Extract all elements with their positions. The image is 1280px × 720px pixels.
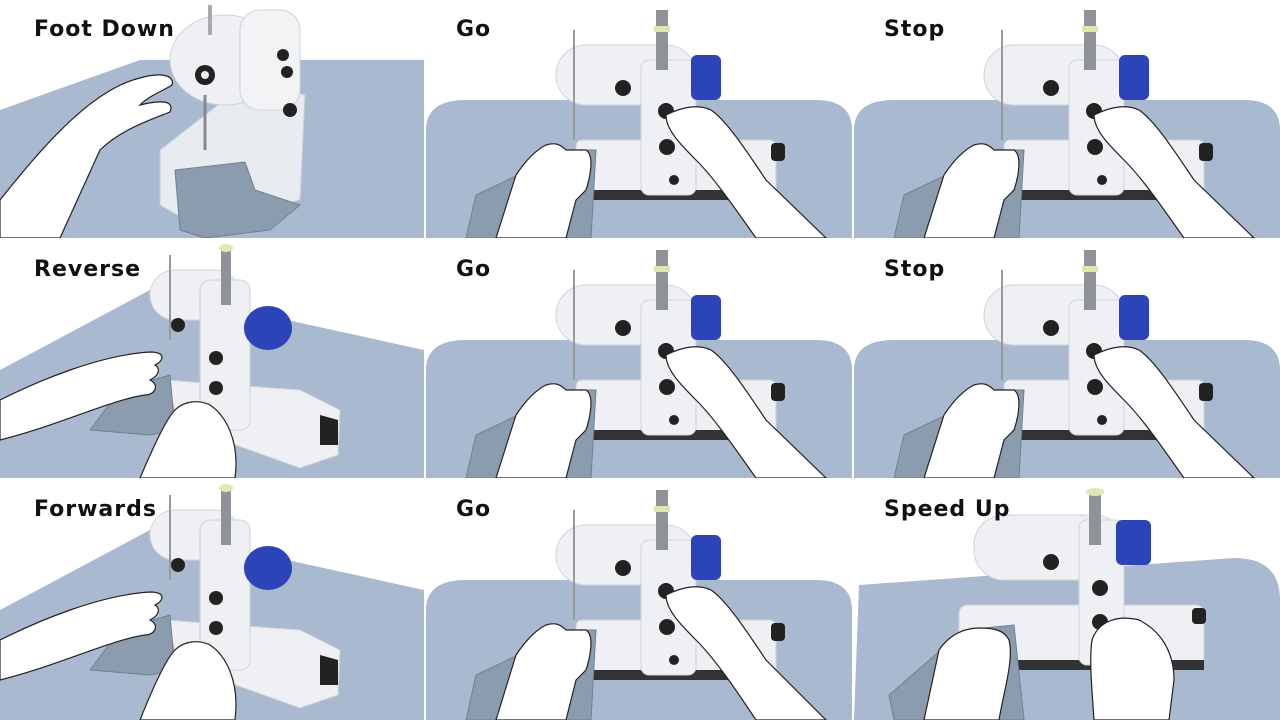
panel-stop-2: Stop — [854, 240, 1280, 478]
panel-stop-1: Stop — [854, 0, 1280, 238]
sewing-machine-side-illustration — [0, 244, 424, 478]
panel-label: Go — [456, 17, 492, 42]
sewing-machine-front-illustration — [426, 10, 852, 238]
sewing-machine-side-illustration — [0, 484, 424, 720]
sewing-machine-front-illustration — [426, 250, 852, 478]
panel-go-3: Go — [426, 480, 852, 720]
panel-label: Speed Up — [884, 497, 1011, 522]
panel-forwards: Forwards — [0, 480, 424, 720]
panel-label: Reverse — [34, 257, 141, 282]
panel-label: Go — [456, 497, 492, 522]
sewing-machine-front-illustration — [854, 488, 1280, 720]
sewing-machine-front-illustration — [854, 10, 1280, 238]
panel-reverse: Reverse — [0, 240, 424, 478]
sewing-machine-angled-illustration — [0, 5, 424, 238]
panel-foot-down: Foot Down — [0, 0, 424, 238]
panel-label: Go — [456, 257, 492, 282]
panel-speed-up: Speed Up — [854, 480, 1280, 720]
panel-go-2: Go — [426, 240, 852, 478]
panel-label: Forwards — [34, 497, 157, 522]
panel-go-1: Go — [426, 0, 852, 238]
sewing-machine-front-illustration — [426, 490, 852, 720]
panel-label: Stop — [884, 257, 946, 282]
sewing-machine-front-illustration — [854, 250, 1280, 478]
panel-label: Foot Down — [34, 17, 175, 42]
panel-label: Stop — [884, 17, 946, 42]
